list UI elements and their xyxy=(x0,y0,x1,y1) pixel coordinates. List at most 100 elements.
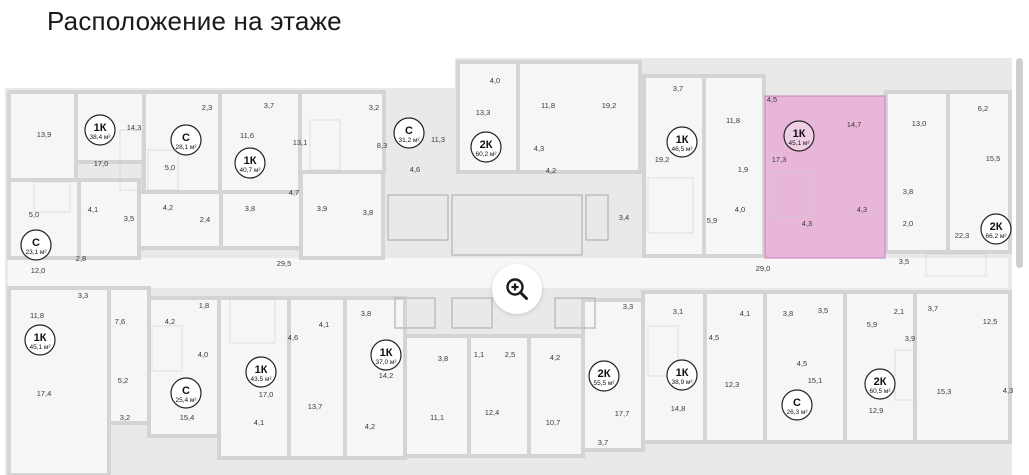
room-area-label: 15,5 xyxy=(986,154,1001,163)
elevator-shaft xyxy=(387,194,449,241)
badge-circle xyxy=(370,339,402,371)
page-title: Расположение на этаже xyxy=(47,6,342,36)
apartment-badge[interactable]: С25,4 м² xyxy=(170,377,202,409)
room-area-label: 4,2 xyxy=(546,166,556,175)
room-area-label: 14,3 xyxy=(127,123,142,132)
apartment-type: 1К xyxy=(793,128,806,140)
badge-circle xyxy=(245,356,277,388)
apartment-badge[interactable]: С26,3 м² xyxy=(781,389,813,421)
room-plate xyxy=(147,296,221,438)
room-area-label: 17,3 xyxy=(772,155,787,164)
room-plate xyxy=(219,190,303,250)
apartment-type: С xyxy=(32,237,40,249)
room-area-label: 3,8 xyxy=(903,187,913,196)
room-area-label: 17,0 xyxy=(259,390,274,399)
highlighted-apartment[interactable] xyxy=(764,95,886,259)
room-area-label: 12,9 xyxy=(869,406,884,415)
room-area-label: 4,2 xyxy=(165,317,175,326)
room-area-label: 3,4 xyxy=(619,213,629,222)
room-area-label: 15,1 xyxy=(808,376,823,385)
apartment-area: 60,5 м² xyxy=(869,388,891,395)
apartment-area: 23,1 м² xyxy=(25,249,47,256)
apartment-type: 2К xyxy=(598,368,611,380)
scrollbar[interactable] xyxy=(1016,58,1023,268)
room-area-label: 3,2 xyxy=(369,103,379,112)
room-area-label: 3,9 xyxy=(317,204,327,213)
room-area-label: 4,3 xyxy=(857,205,867,214)
badge-circle xyxy=(781,389,813,421)
room-area-label: 4,1 xyxy=(319,320,329,329)
tile-grids xyxy=(33,119,987,401)
apartment-type: С xyxy=(182,385,190,397)
room-area-label: 4,7 xyxy=(289,188,299,197)
elevator-shaft xyxy=(554,297,596,329)
room-plate xyxy=(107,286,151,425)
apartment-area: 31,2 м² xyxy=(398,137,420,144)
badge-circle xyxy=(84,114,116,146)
badge-circle xyxy=(170,124,202,156)
room-area-label: 13,9 xyxy=(37,130,52,139)
room-area-label: 17,4 xyxy=(37,389,52,398)
room-area-label: 4,0 xyxy=(735,205,745,214)
apartment-badge[interactable]: С28,1 м² xyxy=(170,124,202,156)
badge-circle xyxy=(666,126,698,158)
apartment-type: 1К xyxy=(676,367,689,379)
room-plate xyxy=(913,290,1012,444)
badge-circle xyxy=(980,213,1012,245)
room-area-label: 15,3 xyxy=(937,387,952,396)
room-area-label: 5,9 xyxy=(707,216,717,225)
apartment-area: 38,4 м² xyxy=(89,134,111,141)
room-area-label: 2,4 xyxy=(200,215,210,224)
room-area-label: 3,7 xyxy=(264,101,274,110)
room-plate xyxy=(343,296,407,460)
badge-circle xyxy=(170,377,202,409)
apartment-type: 2К xyxy=(874,376,887,388)
room-area-label: 13,7 xyxy=(308,402,323,411)
badge-circle xyxy=(234,147,266,179)
room-plate xyxy=(467,334,531,458)
room-area-label: 10,7 xyxy=(546,418,561,427)
room-area-label: 4,2 xyxy=(550,353,560,362)
room-area-label: 17,7 xyxy=(615,409,630,418)
room-area-label: 1,1 xyxy=(474,350,484,359)
room-area-label: 3,3 xyxy=(623,302,633,311)
room-area-label: 22,3 xyxy=(955,231,970,240)
apartment-area: 66,2 м² xyxy=(985,233,1007,240)
room-area-label: 11,8 xyxy=(541,101,555,110)
room-plate xyxy=(642,74,706,258)
room-plate xyxy=(287,296,347,460)
room-area-label: 3,3 xyxy=(78,291,88,300)
badge-circle xyxy=(470,131,502,163)
room-plate xyxy=(299,170,385,260)
apartment-type: 1К xyxy=(676,134,689,146)
badge-circle xyxy=(783,120,815,152)
apartment-badge[interactable]: С23,1 м² xyxy=(20,229,52,261)
room-area-label: 2,5 xyxy=(505,350,515,359)
room-area-label: 3,7 xyxy=(598,438,608,447)
room-area-label: 1,8 xyxy=(199,301,209,310)
apartment-type: С xyxy=(405,125,413,137)
room-labels: 13,917,014,32,35,03,711,613,14,73,28,311… xyxy=(29,76,1013,447)
room-area-label: 4,2 xyxy=(365,422,375,431)
room-area-label: 3,8 xyxy=(363,208,373,217)
room-area-label: 4,0 xyxy=(490,76,500,85)
room-area-label: 5,2 xyxy=(118,376,128,385)
apartment-type: 1К xyxy=(380,347,393,359)
room-area-label: 2,8 xyxy=(76,254,86,263)
room-area-label: 2,1 xyxy=(894,307,904,316)
room-area-label: 15,4 xyxy=(180,413,195,422)
zoom-button[interactable] xyxy=(492,264,542,314)
apartment-badge[interactable]: С31,2 м² xyxy=(393,117,425,149)
